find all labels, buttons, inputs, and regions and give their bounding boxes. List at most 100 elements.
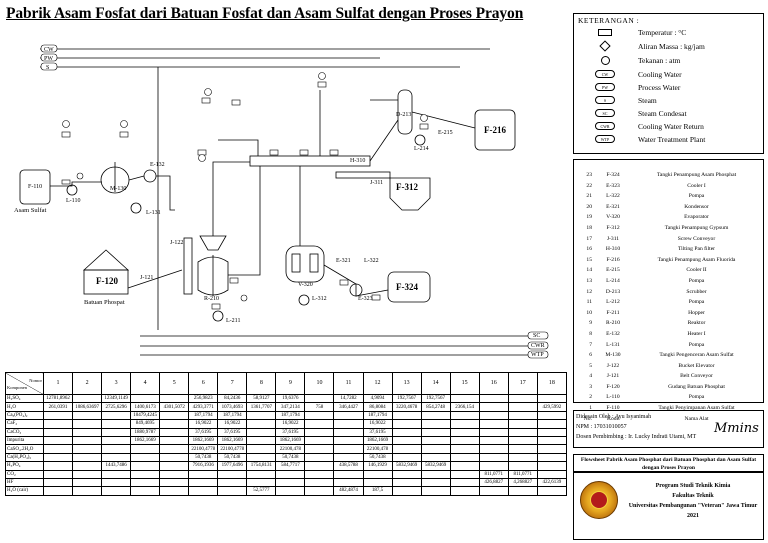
equipment-nama: Kondensor [684, 203, 709, 210]
balance-cell [101, 477, 132, 488]
equipment-kode: M-130 [605, 352, 621, 359]
balance-cell: 5832,9469 [420, 461, 451, 471]
balance-cell [304, 419, 335, 429]
balance-cell: 22100,4778 [217, 444, 248, 454]
balance-cell [42, 435, 74, 446]
equipment-kode: R-210 [606, 320, 620, 327]
balance-cell [42, 477, 74, 488]
equipment-no: 20 [586, 203, 592, 210]
balance-cell [130, 486, 161, 496]
balance-cell [42, 410, 74, 421]
balance-cell: 256,9823 [188, 393, 219, 404]
balance-cell [420, 410, 451, 421]
equipment-no: 5 [589, 362, 592, 369]
balance-cell [420, 452, 451, 463]
balance-cell [420, 477, 451, 488]
component-name: H₂O [5, 402, 44, 412]
stream-number: 4 [130, 372, 161, 395]
balance-cell [130, 477, 161, 488]
balance-cell [449, 444, 480, 454]
balance-cell: 4293,3771 [188, 402, 219, 412]
equipment-nama: Pompa [688, 341, 705, 348]
balance-cell: 5832,9469 [391, 461, 422, 471]
balance-cell [42, 444, 74, 454]
component-name: H₂SO₄ [5, 393, 44, 404]
balance-cell [478, 444, 509, 454]
balance-cell: 7916,1936 [188, 461, 219, 471]
balance-cell [246, 419, 277, 429]
equipment-no: 12 [586, 288, 592, 295]
balance-cell: 187,1794 [188, 410, 219, 421]
balance-cell [42, 469, 74, 479]
stream-number: 16 [478, 372, 509, 395]
balance-cell: 37,6195 [217, 427, 248, 437]
equipment-no: No. [583, 415, 592, 422]
sc-tag-icon: SC [595, 109, 615, 117]
balance-cell [507, 486, 538, 496]
balance-cell: 16,9022 [217, 419, 248, 429]
balance-cell: 1443,7486 [101, 461, 132, 471]
balance-cell [391, 486, 422, 496]
equipment-kode: L-212 [606, 299, 620, 306]
equipment-no: 22 [586, 182, 592, 189]
balance-cell [449, 393, 480, 404]
legend-item-water-treatment: WTP Water Treatment Plant [574, 135, 763, 148]
balance-cell [536, 469, 568, 479]
balance-cell [507, 393, 538, 404]
balance-cell [536, 452, 568, 463]
s-tag-icon: S [595, 96, 615, 104]
balance-cell: 422,6139 [536, 477, 568, 488]
balance-cell [246, 469, 277, 479]
balance-cell [72, 427, 103, 437]
equipment-no: 23 [586, 172, 592, 178]
stream-number: 13 [391, 372, 422, 395]
balance-cell [304, 427, 335, 437]
component-name: CaCO₃ [5, 427, 44, 437]
equipment-kode: Kode [606, 415, 620, 422]
unit-f216: F-216 [484, 125, 506, 135]
balance-cell: 1862,1669 [217, 435, 248, 446]
balance-cell [333, 452, 364, 463]
equipment-no: 10 [586, 309, 592, 316]
legend-header: KETERANGAN : [578, 16, 640, 25]
unit-r210: R-210 [204, 296, 219, 302]
balance-cell [72, 444, 103, 454]
unit-m130: M-130 [110, 186, 126, 192]
university-logo-icon [580, 481, 618, 519]
unit-j311: J-311 [370, 180, 383, 186]
balance-cell: 854,2748 [420, 402, 451, 412]
balance-cell [130, 393, 161, 404]
balance-cell [391, 469, 422, 479]
unit-j122: J-122 [170, 240, 183, 246]
balance-cell [304, 435, 335, 446]
balance-cell [275, 486, 306, 496]
balance-cell: 758 [304, 402, 335, 412]
equipment-nama: Belt Conveyor [680, 373, 713, 380]
balance-cell [449, 486, 480, 496]
balance-cell [42, 452, 74, 463]
year: 2021 [687, 513, 699, 519]
stream-number: 8 [246, 372, 277, 395]
balance-cell [449, 419, 480, 429]
equipment-kode: E-321 [606, 203, 620, 210]
temperature-rect-icon [594, 28, 616, 36]
advisor-line: Dosen Pembimbing : Ir. Lucky Indrati Uta… [576, 434, 697, 440]
balance-cell [217, 477, 248, 488]
equipment-kode: L-322 [606, 193, 620, 200]
